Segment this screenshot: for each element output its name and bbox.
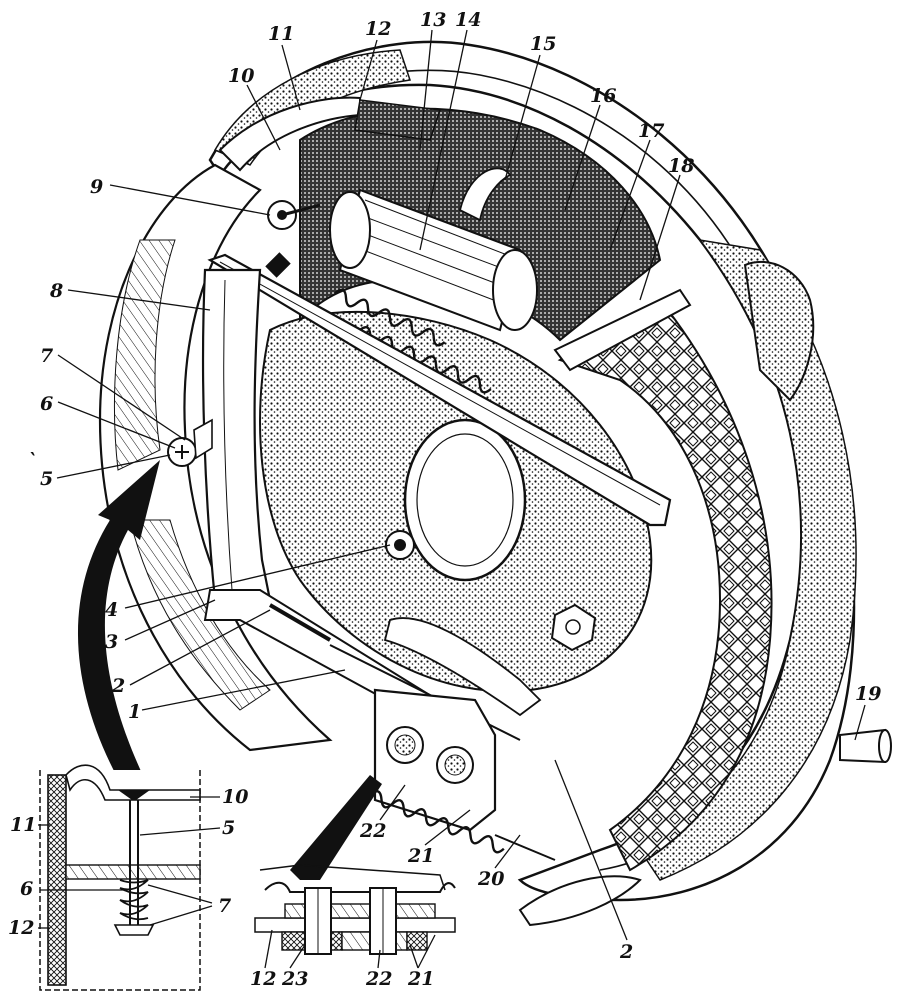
label-2: 2: [111, 675, 125, 697]
inset-label-10: 10: [222, 786, 248, 808]
inset-label-6: 6: [20, 878, 33, 900]
inset-label-21b: 21: [407, 968, 434, 990]
label-16: 16: [590, 85, 616, 107]
inset-hold-down-detail: [39, 764, 201, 991]
shoe-tip: [518, 875, 642, 927]
inset-label-22b: 22: [365, 968, 392, 990]
label-20: 20: [477, 868, 504, 890]
callout-labels: 10 11 12 13 14 15 16 17 18 9 8 7 6 ` 5 4…: [8, 9, 881, 990]
label-15: 15: [530, 33, 556, 55]
label-6: 6: [40, 393, 53, 415]
label-1: 1: [128, 701, 141, 723]
inset-label-11: 11: [10, 814, 36, 836]
label-7: 7: [40, 345, 53, 367]
label-22: 22: [359, 820, 386, 842]
label-19: 19: [855, 683, 881, 705]
anchor-bracket: [369, 688, 556, 861]
label-10: 10: [228, 65, 254, 87]
brake-lining-left: [218, 96, 442, 172]
wheel-cylinder-area: [299, 107, 662, 394]
label-9: 9: [90, 176, 103, 198]
label-18: 18: [668, 155, 694, 177]
inset-anchor-detail: [254, 864, 456, 955]
label-3: 3: [105, 631, 118, 653]
hold-down-pin: [167, 418, 213, 467]
detail-arrow-bottom: [290, 775, 382, 880]
label-14: 14: [455, 9, 481, 31]
adjuster-pin: [265, 200, 321, 278]
label-2-lower: 2: [619, 941, 633, 963]
inset-label-12b: 12: [250, 968, 276, 990]
label-11: 11: [268, 23, 294, 45]
inset-label-5: 5: [222, 817, 235, 839]
shoe-rib: [201, 253, 692, 602]
shoe-web: [259, 310, 653, 693]
label-12: 12: [365, 18, 391, 40]
label-21: 21: [407, 845, 434, 867]
inset-label-23: 23: [281, 968, 308, 990]
label-17: 17: [638, 120, 664, 142]
label-13: 13: [420, 9, 446, 31]
label-8: 8: [49, 280, 63, 302]
detail-arrow-left: [77, 460, 160, 800]
label-4: 4: [105, 599, 118, 621]
stray-mark: `: [28, 450, 38, 472]
inset-label-12: 12: [8, 917, 34, 939]
inset-label-7: 7: [218, 895, 231, 917]
backing-plate: [98, 163, 333, 752]
leader-lines: [38, 29, 866, 969]
brake-lining-right: [557, 298, 773, 872]
axle-stub: [743, 260, 892, 764]
label-5: 5: [40, 468, 53, 490]
